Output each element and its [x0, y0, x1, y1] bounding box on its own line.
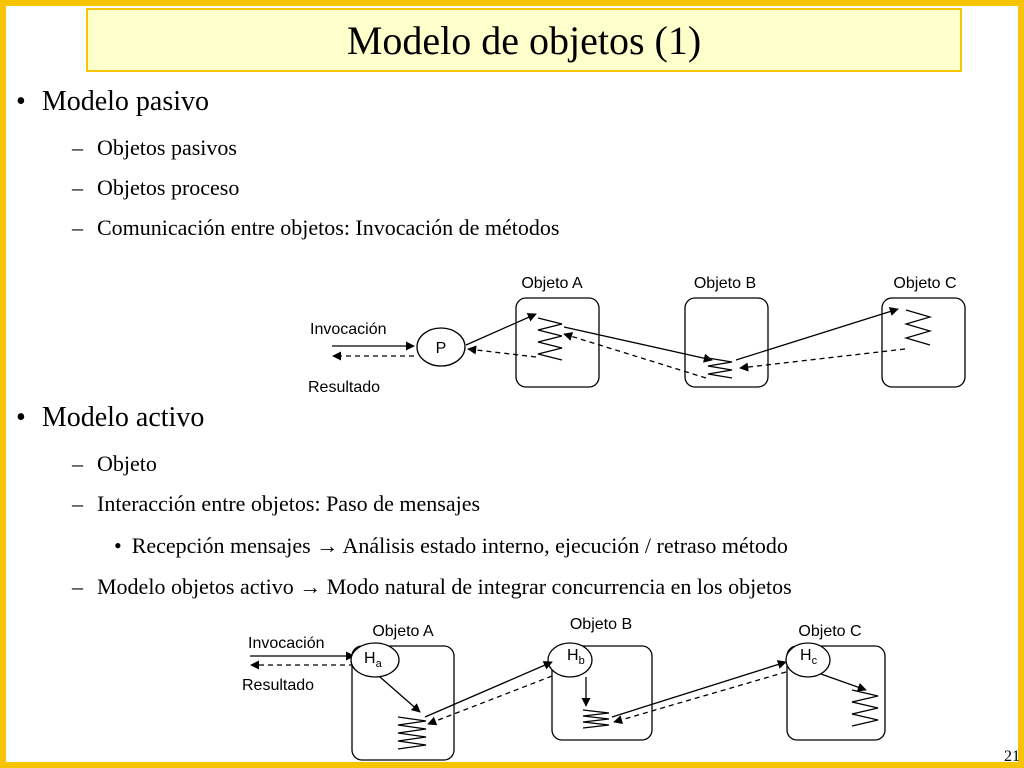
result-label: Resultado [242, 677, 314, 694]
result-label: Resultado [308, 379, 380, 396]
thread-a-label: Ha [364, 650, 383, 670]
call-b-to-c [735, 307, 899, 361]
zigzag-c [903, 309, 933, 346]
thread-b-label: Hb [567, 647, 585, 667]
bullet-passive-model: • Modelo pasivo [16, 86, 209, 118]
zigzag-b [707, 357, 733, 379]
thread-a-activation [379, 676, 421, 713]
object-b-label: Objeto B [694, 275, 756, 292]
bullet-marker: • [16, 86, 26, 117]
reply-b-to-a [427, 675, 553, 726]
slide-title: Modelo de objetos (1) [346, 17, 702, 63]
zigzag-a [397, 716, 427, 750]
invocation-label: Invocación [310, 321, 387, 338]
call-p-to-a [465, 313, 537, 346]
zigzag-c [851, 689, 879, 727]
subitem-object: –Objeto [72, 451, 157, 476]
object-c-label: Objeto C [798, 623, 861, 640]
thread-b-circle [547, 642, 593, 678]
zigzag-b [582, 709, 610, 729]
page-number: 21 [1004, 748, 1020, 765]
subitem-passive-objects: –Objetos pasivos [72, 135, 237, 160]
return-b-to-a [563, 332, 707, 379]
bullet-active-model: • Modelo activo [16, 402, 204, 434]
subitem-message-reception: •Recepción mensajes → Análisis estado in… [114, 533, 788, 558]
bullet-passive-text: Modelo pasivo [41, 86, 210, 117]
thread-c-activation [820, 673, 867, 692]
return-c-to-b [739, 348, 906, 372]
object-a-label: Objeto A [372, 623, 434, 640]
subitem-communication: –Comunicación entre objetos: Invocación … [72, 215, 560, 240]
process-label: P [436, 340, 447, 357]
zigzag-a [537, 317, 563, 361]
message-b-to-c [611, 660, 787, 718]
title-box: Modelo de objetos (1) [86, 8, 962, 72]
object-b-label: Objeto B [570, 616, 632, 633]
thread-c-circle [785, 642, 831, 678]
invocation-label: Invocación [248, 635, 325, 652]
bullet-active-text: Modelo activo [41, 402, 205, 433]
thread-a-circle [350, 642, 400, 678]
subitem-interaction: –Interacción entre objetos: Paso de mens… [72, 491, 481, 516]
object-a-label: Objeto A [521, 275, 583, 292]
thread-c-label: Hc [800, 647, 818, 667]
subitem-active-model-concurrency: –Modelo objetos activo → Modo natural de… [72, 574, 792, 599]
reply-c-to-b [613, 671, 787, 725]
message-a-to-b [424, 661, 553, 718]
subitem-process-objects: –Objetos proceso [72, 175, 240, 200]
object-c-label: Objeto C [893, 275, 956, 292]
call-a-to-b [563, 326, 713, 363]
process-circle [416, 327, 466, 367]
bullet-marker: • [16, 402, 26, 433]
return-a-to-p [467, 345, 537, 358]
